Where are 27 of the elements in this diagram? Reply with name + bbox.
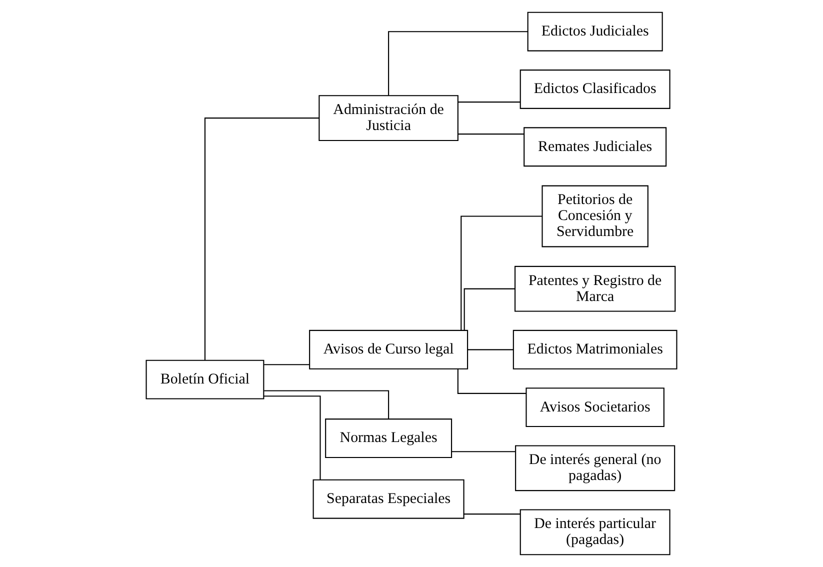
connector <box>458 134 524 135</box>
node-box: Edictos Clasificados <box>520 70 670 109</box>
node-box: Administración de Justicia <box>318 95 458 142</box>
node-box: Petitorios de Concesión y Servidumbre <box>542 185 648 248</box>
node-box: Patentes y Registro de Marca <box>514 266 676 312</box>
connector <box>468 349 514 350</box>
node-box: Avisos de Curso legal <box>309 330 468 370</box>
node-box: De interés particular (pagadas) <box>520 509 670 556</box>
connector <box>264 364 310 366</box>
node-box: Boletín Oficial <box>146 360 264 400</box>
node-box: Edictos Judiciales <box>527 12 663 52</box>
node-box: Avisos Societarios <box>526 388 664 428</box>
connector <box>464 514 520 515</box>
connector <box>460 216 542 330</box>
connector <box>204 118 320 360</box>
node-box: De interés general (no pagadas) <box>515 445 676 492</box>
connector <box>264 396 321 480</box>
connector <box>264 390 390 419</box>
node-box: Edictos Matrimoniales <box>512 330 678 370</box>
connector <box>452 451 516 452</box>
connector <box>458 102 520 103</box>
node-box: Normas Legales <box>325 418 452 458</box>
node-box: Remates Judiciales <box>524 127 667 167</box>
connector <box>457 369 526 394</box>
node-box: Separatas Especiales <box>312 479 464 519</box>
connector <box>464 288 515 330</box>
connector <box>388 31 528 96</box>
